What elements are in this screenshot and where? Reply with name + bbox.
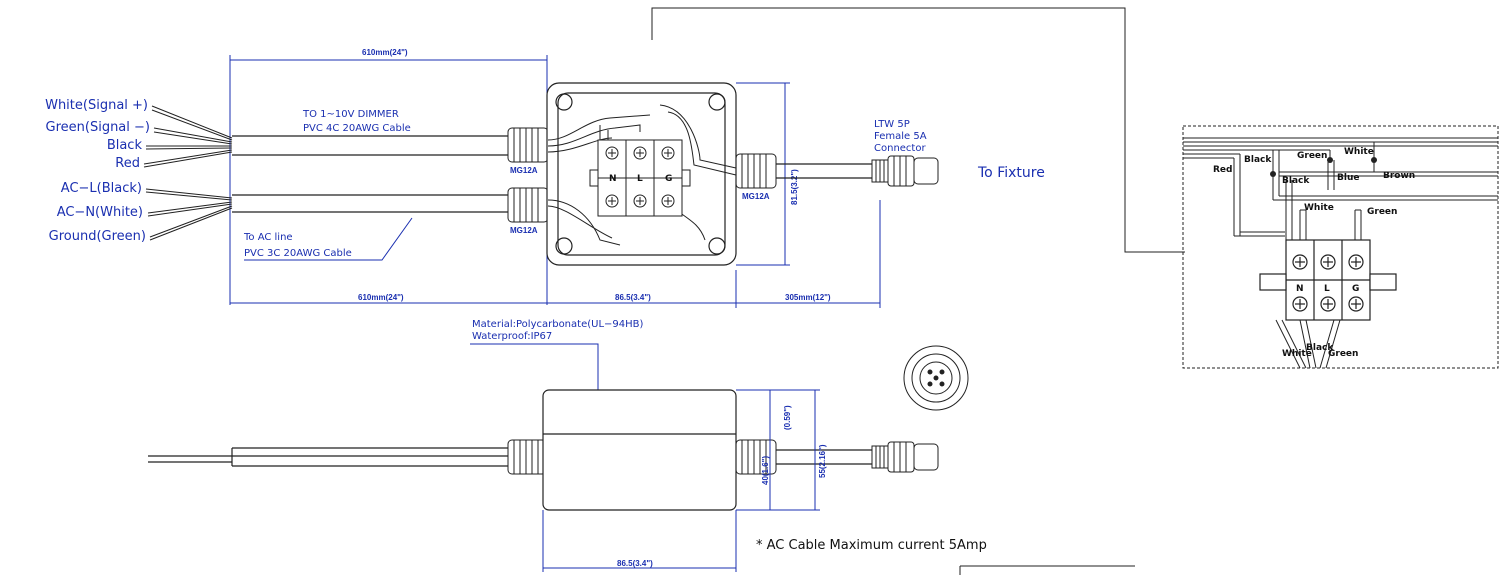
cable-gland-right bbox=[735, 153, 777, 189]
detail-green-label-2: Green bbox=[1367, 207, 1397, 217]
wire-label-green-signal: Green(Signal −) bbox=[46, 120, 150, 135]
wire-label-black: Black bbox=[107, 138, 143, 153]
ac-cable-note: * AC Cable Maximum current 5Amp bbox=[756, 538, 987, 553]
ac-cable-label-1: To AC line bbox=[243, 232, 293, 243]
dimmer-cable-label-1: TO 1~10V DIMMER bbox=[302, 109, 399, 120]
waterproof-label: Waterproof:IP67 bbox=[472, 331, 552, 342]
ltw-connector-top bbox=[871, 155, 939, 187]
detail-frame bbox=[1182, 125, 1499, 369]
wire-label-red: Red bbox=[115, 156, 140, 171]
detail-black-label-1: Black bbox=[1244, 155, 1272, 165]
bottom-dim-right-label: 305mm(12") bbox=[785, 293, 831, 302]
wire-label-ac-l: AC−L(Black) bbox=[61, 181, 142, 196]
side-view-glands bbox=[507, 439, 777, 475]
detail-terminal-n: N bbox=[1296, 284, 1304, 294]
detail-terminal-l: L bbox=[1324, 284, 1330, 294]
detail-white-label-2: White bbox=[1304, 203, 1334, 213]
terminal-n-top: N bbox=[609, 174, 617, 184]
connector-label-3: Connector bbox=[874, 143, 926, 154]
detail-nodes bbox=[1270, 157, 1377, 177]
terminal-g-top: G bbox=[665, 174, 672, 184]
fan-wires bbox=[143, 105, 233, 241]
top-dim-label: 610mm(24") bbox=[362, 48, 408, 57]
detail-white-label-1: White bbox=[1344, 147, 1374, 157]
gland-label-2: MG12A bbox=[510, 226, 538, 235]
side-view-cables bbox=[148, 447, 875, 467]
side-dim-total-label: 55(2.16") bbox=[818, 444, 827, 478]
ac-cable-label-2: PVC 3C 20AWG Cable bbox=[244, 248, 352, 259]
gland-label-3: MG12A bbox=[742, 192, 770, 201]
connector-label-1: LTW 5P bbox=[874, 119, 910, 130]
connector-face bbox=[903, 345, 969, 411]
detail-terminal-block bbox=[1259, 239, 1397, 321]
bottom-dim-left-label: 610mm(24") bbox=[358, 293, 404, 302]
side-view-dimensions bbox=[542, 389, 820, 572]
wire-label-white-signal: White(Signal +) bbox=[45, 98, 148, 113]
detail-red-label: Red bbox=[1213, 165, 1232, 175]
connector-label-2: Female 5A bbox=[874, 131, 927, 142]
cable-glands-left bbox=[507, 127, 549, 223]
ac-cable-leader bbox=[244, 217, 413, 261]
wire-label-ground: Ground(Green) bbox=[49, 229, 146, 244]
detail-blue-label: Blue bbox=[1337, 173, 1359, 183]
gland-label-1: MG12A bbox=[510, 166, 538, 175]
wire-label-ac-n: AC−N(White) bbox=[57, 205, 143, 220]
side-dim-top-label: (0.59") bbox=[783, 405, 792, 430]
side-view-connector bbox=[871, 441, 939, 473]
box-height-dim-label: 81.5(3.2") bbox=[790, 169, 799, 205]
side-dim-lower-label: 40(1.6") bbox=[761, 456, 770, 485]
side-dim-width-label: 86.5(3.4") bbox=[617, 559, 653, 568]
detail-green-label-1: Green bbox=[1297, 151, 1327, 161]
detail-wire-labels: Red Black Green White Black Blue Brown W… bbox=[1213, 147, 1415, 359]
cables-top-view bbox=[232, 135, 875, 213]
dimmer-cable-label-2: PVC 4C 20AWG Cable bbox=[303, 123, 411, 134]
bottom-dim-box-label: 86.5(3.4") bbox=[615, 293, 651, 302]
detail-wires bbox=[1183, 137, 1498, 369]
detail-brown-label: Brown bbox=[1383, 171, 1415, 181]
terminal-l-top: L bbox=[637, 174, 643, 184]
detail-black-label-3: Black bbox=[1306, 343, 1334, 353]
detail-terminal-g: G bbox=[1352, 284, 1359, 294]
material-leader bbox=[470, 343, 599, 390]
to-fixture-label: To Fixture bbox=[977, 165, 1045, 181]
material-label: Material:Polycarbonate(UL−94HB) bbox=[472, 319, 644, 330]
detail-green-label-3: Green bbox=[1328, 349, 1358, 359]
leader-lines bbox=[651, 7, 1185, 575]
box-internal-wires bbox=[547, 104, 737, 246]
detail-white-label-3: White bbox=[1282, 349, 1312, 359]
side-view-box bbox=[542, 389, 737, 511]
terminal-block-top bbox=[589, 139, 691, 217]
left-wire-labels: White(Signal +) Green(Signal −) Black Re… bbox=[45, 98, 150, 244]
detail-black-label-2: Black bbox=[1282, 176, 1310, 186]
